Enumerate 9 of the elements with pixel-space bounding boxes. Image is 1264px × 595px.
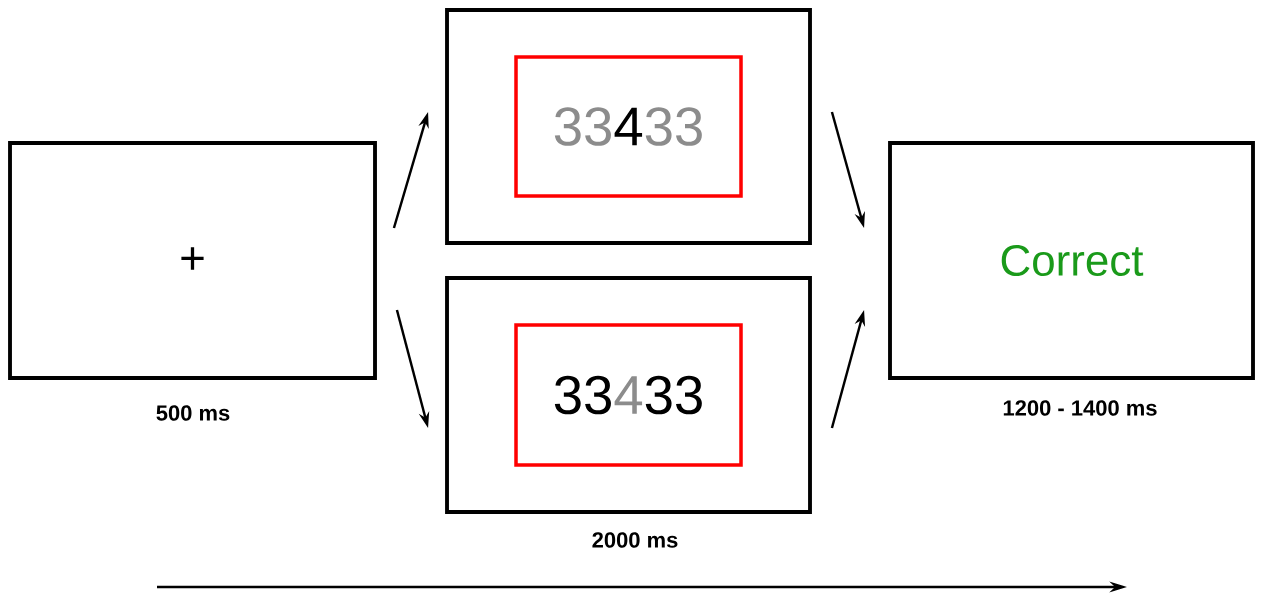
- screen-frame: [445, 276, 812, 514]
- duration-label: 1200 - 1400 ms: [1003, 400, 1157, 416]
- screen-frame: Correct: [888, 141, 1255, 380]
- duration-label: 500 ms: [156, 405, 230, 421]
- stimulus-frame: 33433: [514, 323, 743, 467]
- screen-frame: +: [8, 141, 377, 380]
- stimulus-frame: 33433: [514, 55, 743, 198]
- screen-frame: [445, 8, 812, 245]
- duration-label: 2000 ms: [592, 532, 678, 548]
